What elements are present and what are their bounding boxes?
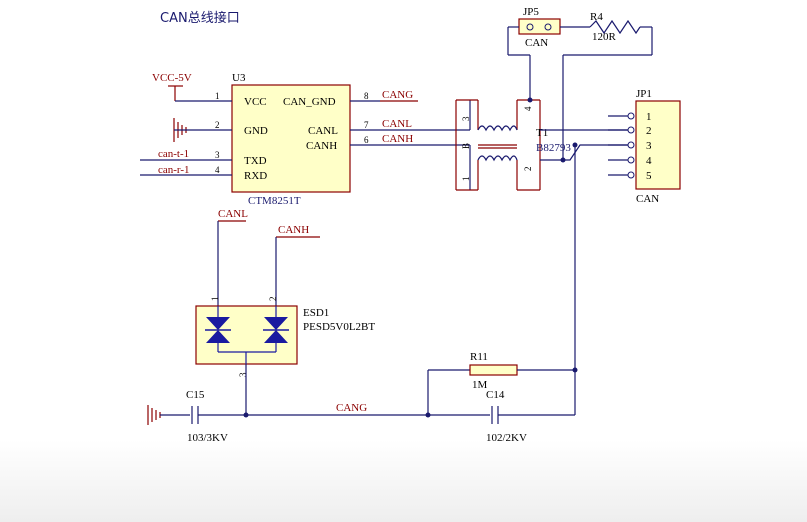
u3-pin3-num: 3 [215, 150, 220, 160]
jp1-pin4: 4 [646, 155, 652, 167]
jp1-body [635, 100, 681, 190]
r4-value: 120R [592, 31, 617, 43]
jp5-ref: JP5 [523, 6, 539, 18]
u3-pin2-name: GND [244, 125, 268, 137]
u3-body [231, 84, 351, 193]
cang-label-bottom: CANG [336, 402, 367, 414]
r4-resistor[interactable]: R4 120R [589, 11, 641, 43]
jp1-label: CAN [636, 193, 659, 205]
jp5-pin-b [544, 23, 552, 31]
junction-t1-top [527, 97, 533, 103]
u3-part: CTM8251T [248, 195, 301, 207]
c15-value: 103/3KV [187, 432, 228, 444]
junction-jp1-pin3 [572, 142, 578, 148]
t1-part: B82793 [536, 142, 571, 154]
can-tx-rx-nets: can-t-1 can-r-1 [140, 148, 198, 176]
t1-pin-b: B [461, 143, 471, 149]
t1-choke[interactable]: 3 B 1 T1 B82793 4 2 [455, 99, 571, 191]
can-r-label: can-r-1 [158, 164, 190, 176]
r4-zigzag [589, 19, 641, 35]
ground-icon-u3 [173, 118, 198, 142]
jp5-body [518, 18, 561, 35]
jp1-pin1-socket [627, 112, 635, 120]
esd-diode1-top [206, 317, 230, 330]
esd-pin1: 1 [210, 297, 220, 302]
esd1-part: PESD5V0L2BT [303, 321, 375, 333]
esd-pin2: 2 [268, 297, 278, 302]
c14-ref: C14 [486, 389, 505, 401]
esd1-diode-array[interactable]: CANL CANH 1 2 ESD1 PESD5V0L2BT 3 [195, 208, 375, 377]
jp1-pin1: 1 [646, 111, 652, 123]
schematic-title: CAN总线接口 [160, 10, 240, 26]
jp1-ref: JP1 [636, 88, 652, 100]
esd1-ref: ESD1 [303, 307, 329, 319]
jp1-connector[interactable]: JP1 CAN 1 2 3 4 5 [608, 88, 681, 205]
c15-capacitor[interactable]: C15 103/3KV [186, 389, 228, 444]
vcc-label: VCC-5V [152, 72, 192, 84]
u3-pin4-name: RXD [244, 170, 267, 182]
jp5-jumper[interactable]: JP5 CAN [518, 6, 561, 49]
r11-resistor[interactable]: R11 1M [469, 351, 518, 391]
jp1-pin2: 2 [646, 125, 652, 137]
esd-canh-label: CANH [278, 224, 309, 236]
t1-pin1: 1 [461, 177, 471, 182]
esd-diode2-bottom [264, 330, 288, 343]
canl-label-u3: CANL [382, 118, 412, 130]
esd-diode2-top [264, 317, 288, 330]
c14-value: 102/2KV [486, 432, 527, 444]
jp1-pin2-socket [627, 126, 635, 134]
u3-pin4-num: 4 [215, 165, 220, 175]
u3-pin1-num: 1 [215, 91, 220, 101]
u3-chip[interactable]: U3 CTM8251T 1 2 3 4 VCC GND TXD RXD 8 7 … [198, 72, 380, 207]
esd-canl-label: CANL [218, 208, 248, 220]
u3-ref: U3 [232, 72, 246, 84]
jp1-pin5-socket [627, 171, 635, 179]
t1-pin4: 4 [523, 106, 533, 111]
t1-pin3: 3 [461, 116, 471, 121]
ground-icon-c15 [147, 405, 161, 425]
u3-pin8-num: 8 [364, 91, 369, 101]
t1-coil-lower [477, 155, 518, 162]
u3-pin8-name: CAN_GND [283, 96, 336, 108]
u3-pin2-num: 2 [215, 120, 220, 130]
junction-r11 [572, 367, 578, 373]
jp1-pin5: 5 [646, 170, 652, 182]
jp5-pin-a [526, 23, 534, 31]
esd-pin3: 3 [238, 372, 248, 377]
esd-diode1-bottom [206, 330, 230, 343]
bottom-shade [0, 440, 807, 522]
u3-pin6-name: CANH [306, 140, 337, 152]
cang-label-u3: CANG [382, 89, 413, 101]
u3-pin1-name: VCC [244, 96, 267, 108]
can-t-label: can-t-1 [158, 148, 189, 160]
t1-pin2: 2 [523, 167, 533, 172]
canh-label-u3: CANH [382, 133, 413, 145]
u3-pin7-num: 7 [364, 120, 369, 130]
t1-ref: T1 [536, 127, 548, 139]
u3-pin7-name: CANL [308, 125, 338, 137]
jp1-pin3-socket [627, 141, 635, 149]
jp1-pin3: 3 [646, 140, 652, 152]
jp5-label: CAN [525, 37, 548, 49]
c14-capacitor[interactable]: C14 102/2KV [486, 389, 527, 444]
vcc-symbol: VCC-5V [152, 72, 198, 102]
u3-pin6-num: 6 [364, 135, 369, 145]
c15-ref: C15 [186, 389, 205, 401]
r11-body [469, 364, 518, 376]
r11-ref: R11 [470, 351, 488, 363]
jp1-pin4-socket [627, 156, 635, 164]
t1-coil-upper [477, 125, 518, 132]
r4-ref: R4 [590, 11, 603, 23]
junction-t1-bottom [560, 157, 566, 163]
u3-pin3-name: TXD [244, 155, 267, 167]
r11-value: 1M [472, 379, 488, 391]
